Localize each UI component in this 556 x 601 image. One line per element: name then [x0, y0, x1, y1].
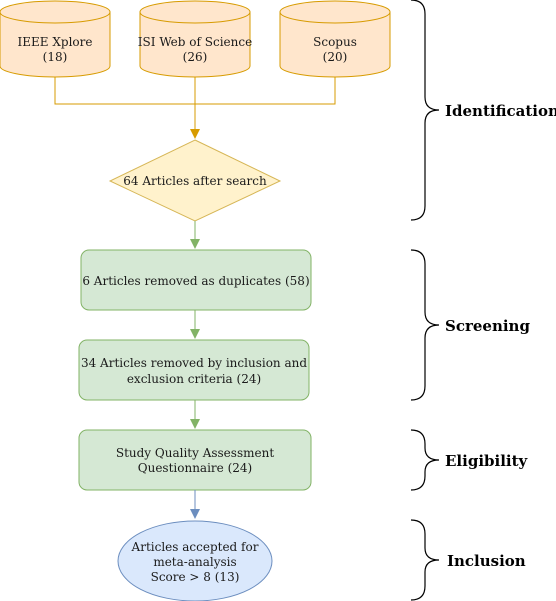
database-count: (20): [323, 50, 348, 64]
database-name: IEEE Xplore: [18, 35, 93, 49]
accepted-label-line3: Score > 8 (13): [151, 570, 240, 584]
duplicates-removed-box: 6 Articles removed as duplicates (58): [80, 249, 312, 311]
database-count: (18): [43, 50, 68, 64]
criteria-label-line2: exclusion criteria (24): [127, 372, 261, 386]
identification-brace: Identification: [410, 0, 556, 221]
search-results-label: 64 Articles after search: [123, 174, 267, 188]
database-ieee-xplore: IEEE Xplore (18): [0, 0, 111, 78]
accepted-label-line2: meta-analysis: [153, 555, 236, 569]
database-isi-web-of-science: ISI Web of Science (26): [138, 0, 252, 78]
screening-brace: Screening: [410, 249, 530, 401]
duplicates-label: 6 Articles removed as duplicates (58): [82, 274, 309, 288]
database-scopus: Scopus (20): [279, 0, 391, 78]
criteria-removed-box: 34 Articles removed by inclusion and exc…: [78, 339, 310, 401]
quality-assessment-box: Study Quality Assessment Questionnaire (…: [78, 429, 312, 491]
eligibility-brace: Eligibility: [410, 429, 529, 491]
database-count: (26): [183, 50, 208, 64]
stage-eligibility-label: Eligibility: [445, 452, 529, 470]
accepted-label-line1: Articles accepted for: [131, 540, 259, 554]
database-name: ISI Web of Science: [138, 35, 252, 49]
stage-screening-label: Screening: [445, 317, 530, 335]
stage-inclusion-label: Inclusion: [447, 552, 526, 570]
quality-label-line1: Study Quality Assessment: [116, 446, 274, 460]
stage-identification-label: Identification: [445, 102, 556, 120]
database-connectors: [54, 77, 336, 139]
criteria-label-line1: 34 Articles removed by inclusion and: [81, 356, 307, 370]
accepted-articles-ellipse: Articles accepted for meta-analysis Scor…: [117, 520, 273, 601]
quality-label-line2: Questionnaire (24): [138, 461, 252, 475]
search-results-diamond: 64 Articles after search: [108, 139, 282, 222]
inclusion-brace: Inclusion: [410, 519, 526, 601]
database-name: Scopus: [313, 35, 357, 49]
